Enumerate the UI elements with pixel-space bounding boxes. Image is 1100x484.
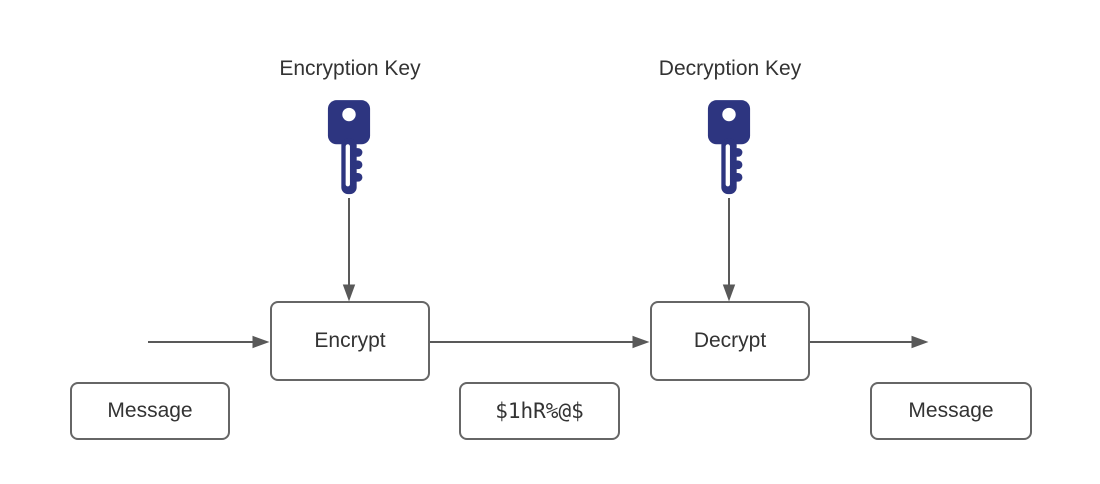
decryption-key-icon	[706, 100, 752, 200]
decrypt-box-label: Decrypt	[693, 329, 767, 352]
ciphertext-label: $1hR%@$	[495, 399, 584, 423]
encryption-key-icon	[326, 100, 372, 200]
ciphertext-box: $1hR%@$	[459, 382, 620, 440]
message-input-box: Message	[70, 382, 230, 440]
encrypt-box-label: Encrypt	[314, 329, 386, 352]
message-output-box: Message	[870, 382, 1032, 440]
encryption-key-label: Encryption Key	[279, 57, 421, 80]
arrow-encryption-key-to-encrypt	[342, 198, 356, 302]
arrow-input-to-encrypt	[148, 335, 270, 349]
arrow-decrypt-to-output	[810, 335, 929, 349]
arrow-encrypt-to-decrypt	[430, 335, 650, 349]
decryption-key-label: Decryption Key	[658, 57, 802, 80]
message-output-label: Message	[908, 399, 994, 422]
arrow-decryption-key-to-decrypt	[722, 198, 736, 302]
decrypt-box: Decrypt	[650, 301, 810, 381]
encrypt-box: Encrypt	[270, 301, 430, 381]
message-input-label: Message	[107, 399, 193, 422]
